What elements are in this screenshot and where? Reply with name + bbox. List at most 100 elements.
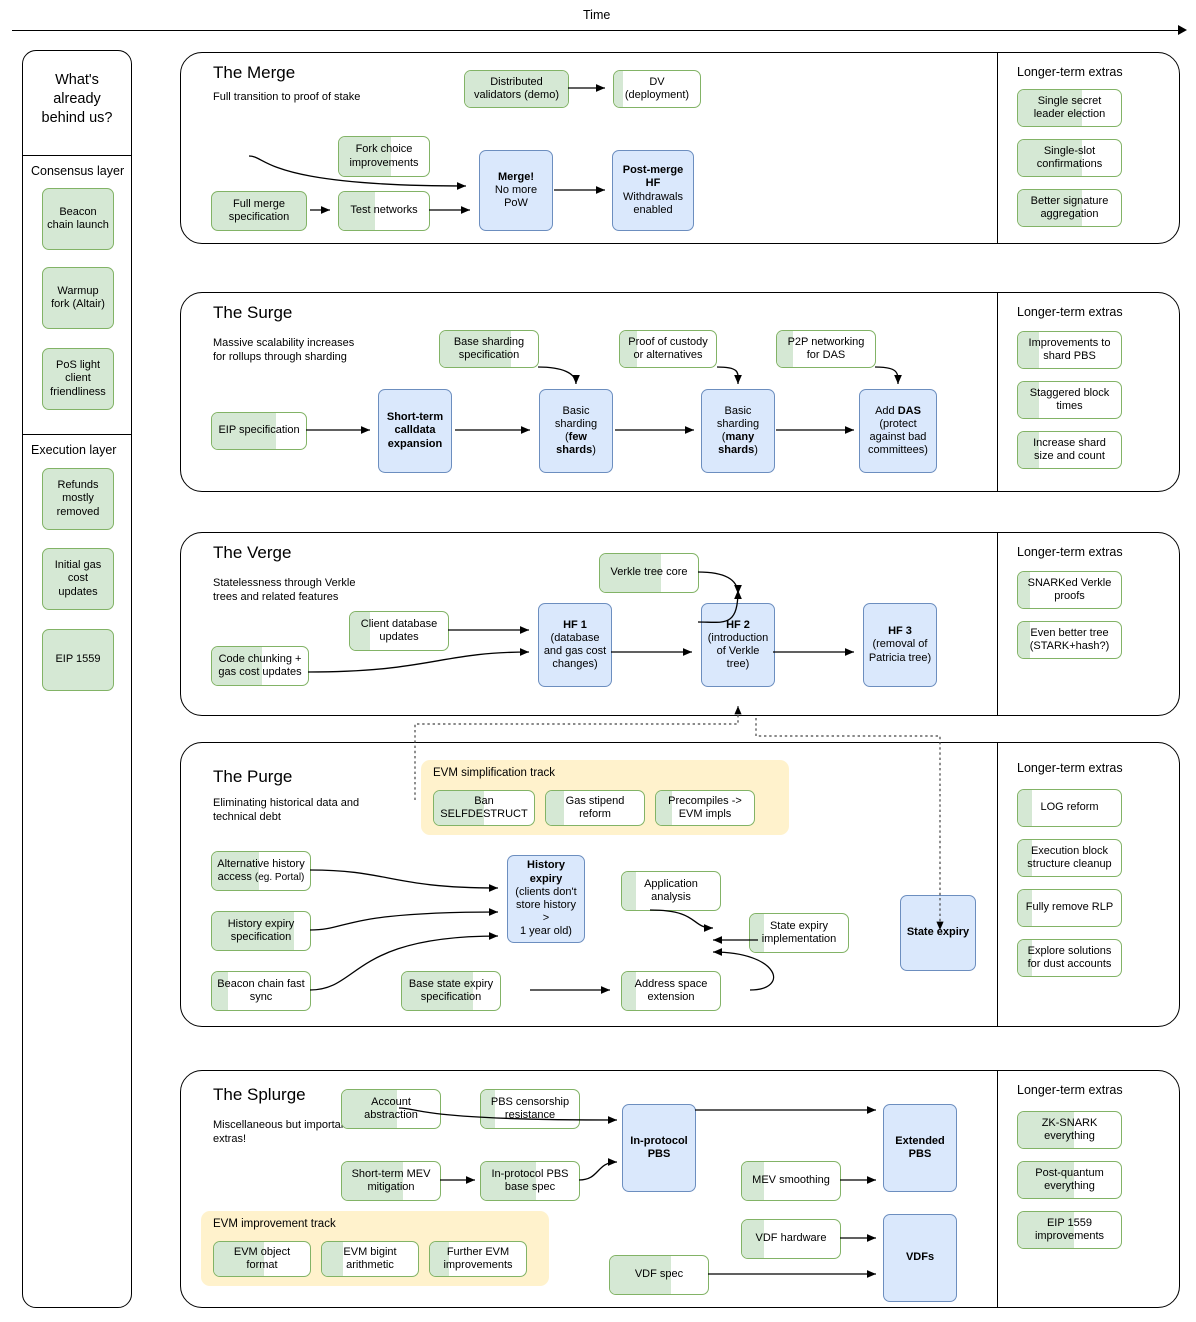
node-label: In-protocol PBS base spec <box>491 1167 569 1193</box>
extra-staggered-block-times[interactable]: Staggered block times <box>1017 381 1122 419</box>
node-base-state-expiry-specification[interactable]: Base state expiry specification <box>401 971 501 1011</box>
node-label: Precompiles -> EVM impls <box>668 794 742 820</box>
node-pbs-censorship-resistance[interactable]: PBS censorship resistance <box>480 1089 580 1129</box>
node-verkle-tree-core[interactable]: Verkle tree core <box>599 553 699 593</box>
node-label: Address space extension <box>634 977 708 1003</box>
extra-post-quantum-everything[interactable]: Post-quantum everything <box>1017 1161 1122 1199</box>
node-vdf-spec[interactable]: VDF spec <box>609 1255 709 1295</box>
node-label: Fork choice improvements <box>349 143 419 169</box>
extra-log-reform[interactable]: LOG reform <box>1017 789 1122 827</box>
section-title: The Surge <box>213 303 293 322</box>
node-further-evm-improvements[interactable]: Further EVM improvements <box>429 1241 527 1277</box>
sidebar-item-label: Refunds mostly removed <box>56 479 100 518</box>
node-state-expiry[interactable]: State expiry <box>900 895 976 971</box>
node-short-term-mev-mitigation[interactable]: Short-term MEV mitigation <box>341 1161 441 1201</box>
extra-better-signature-aggregation[interactable]: Better signature aggregation <box>1017 189 1122 227</box>
node-p2p-networking-for-das[interactable]: P2P networking for DAS <box>776 330 876 368</box>
extras-divider <box>997 293 999 491</box>
node-eip-specification[interactable]: EIP specification <box>211 412 307 450</box>
node-label: PBS censorship resistance <box>490 1095 570 1121</box>
node-ban-selfdestruct[interactable]: Ban SELFDESTRUCT <box>433 790 535 826</box>
node-account-abstraction[interactable]: Account abstraction <box>341 1089 441 1129</box>
node-evm-object-format[interactable]: EVM object format <box>213 1241 311 1277</box>
node-application-analysis[interactable]: Application analysis <box>621 871 721 911</box>
node-base-sharding-specification[interactable]: Base sharding specification <box>439 330 539 368</box>
node-state-expiry-implementation[interactable]: State expiry implementation <box>749 913 849 953</box>
extra-snarked-verkle-proofs[interactable]: SNARKed Verkle proofs <box>1017 571 1122 609</box>
sidebar-item-beacon-chain-launch[interactable]: Beacon chain launch <box>42 188 114 250</box>
node-in-protocol-pbs-base-spec[interactable]: In-protocol PBS base spec <box>480 1161 580 1201</box>
extra-even-better-tree[interactable]: Even better tree (STARK+hash?) <box>1017 621 1122 659</box>
sidebar-item-warmup-fork[interactable]: Warmup fork (Altair) <box>42 267 114 329</box>
sidebar-item-pos-light-client[interactable]: PoS light client friendliness <box>42 348 114 410</box>
node-history-expiry-specification[interactable]: History expiry specification <box>211 911 311 951</box>
extra-label: Single secret leader election <box>1033 94 1106 120</box>
sidebar-item-initial-gas-cost[interactable]: Initial gas cost updates <box>42 548 114 610</box>
extra-label: Improvements to shard PBS <box>1028 336 1111 362</box>
node-label: Ban SELFDESTRUCT <box>440 794 528 820</box>
extra-explore-solutions-for-dust-accounts[interactable]: Explore solutions for dust accounts <box>1017 939 1122 977</box>
extra-fully-remove-rlp[interactable]: Fully remove RLP <box>1017 889 1122 927</box>
extras-divider <box>997 1071 999 1307</box>
extra-execution-block-structure-cleanup[interactable]: Execution block structure cleanup <box>1017 839 1122 877</box>
extra-zk-snark-everything[interactable]: ZK-SNARK everything <box>1017 1111 1122 1149</box>
section-subtitle: Statelessness through Verkle trees and r… <box>213 577 356 603</box>
extra-label: Increase shard size and count <box>1033 436 1106 462</box>
node-beacon-chain-fast-sync[interactable]: Beacon chain fast sync <box>211 971 311 1011</box>
node-client-database-updates[interactable]: Client database updates <box>349 611 449 651</box>
extra-eip-1559-improvements[interactable]: EIP 1559 improvements <box>1017 1211 1122 1249</box>
node-test-networks[interactable]: Test networks <box>338 191 430 231</box>
node-precompiles-to-evm-impls[interactable]: Precompiles -> EVM impls <box>655 790 755 826</box>
node-evm-bigint-arithmetic[interactable]: EVM bigint arithmetic <box>321 1241 419 1277</box>
node-gas-stipend-reform[interactable]: Gas stipend reform <box>545 790 645 826</box>
node-fork-choice-improvements[interactable]: Fork choice improvements <box>338 136 430 177</box>
track-title: EVM improvement track <box>213 1218 336 1230</box>
section-title: The Splurge <box>213 1085 306 1104</box>
node-vdf-hardware[interactable]: VDF hardware <box>741 1219 841 1259</box>
node-address-space-extension[interactable]: Address space extension <box>621 971 721 1011</box>
node-label: Base sharding specification <box>453 335 525 361</box>
node-vdfs[interactable]: VDFs <box>883 1214 957 1302</box>
sidebar-item-eip-1559[interactable]: EIP 1559 <box>42 629 114 691</box>
node-full-merge-specification[interactable]: Full merge specification <box>211 191 307 231</box>
extra-single-secret-leader-election[interactable]: Single secret leader election <box>1017 89 1122 127</box>
node-label: VDF spec <box>634 1268 684 1281</box>
node-code-chunking-gas-cost-updates[interactable]: Code chunking + gas cost updates <box>211 646 309 686</box>
extra-single-slot-confirmations[interactable]: Single-slot confirmations <box>1017 139 1122 177</box>
sidebar-item-label: EIP 1559 <box>55 653 101 666</box>
extra-label: ZK-SNARK everything <box>1041 1116 1098 1142</box>
extra-increase-shard-size-and-count[interactable]: Increase shard size and count <box>1017 431 1122 469</box>
extras-title: Longer-term extras <box>1017 1083 1123 1097</box>
node-label: Further EVM improvements <box>443 1245 513 1271</box>
node-label: Distributed validators (demo) <box>474 75 559 101</box>
node-distributed-validators[interactable]: Distributed validators (demo) <box>464 70 569 108</box>
node-proof-of-custody[interactable]: Proof of custody or alternatives <box>619 330 717 368</box>
sidebar-item-refunds-removed[interactable]: Refunds mostly removed <box>42 468 114 530</box>
node-dv-deployment[interactable]: DV (deployment) <box>613 70 701 108</box>
extra-improvements-to-shard-pbs[interactable]: Improvements to shard PBS <box>1017 331 1122 369</box>
node-mev-smoothing[interactable]: MEV smoothing <box>741 1161 841 1201</box>
node-label: State expiry <box>906 926 970 939</box>
sidebar-group-label-consensus: Consensus layer <box>31 164 125 178</box>
section-subtitle: Full transition to proof of stake <box>213 91 361 103</box>
